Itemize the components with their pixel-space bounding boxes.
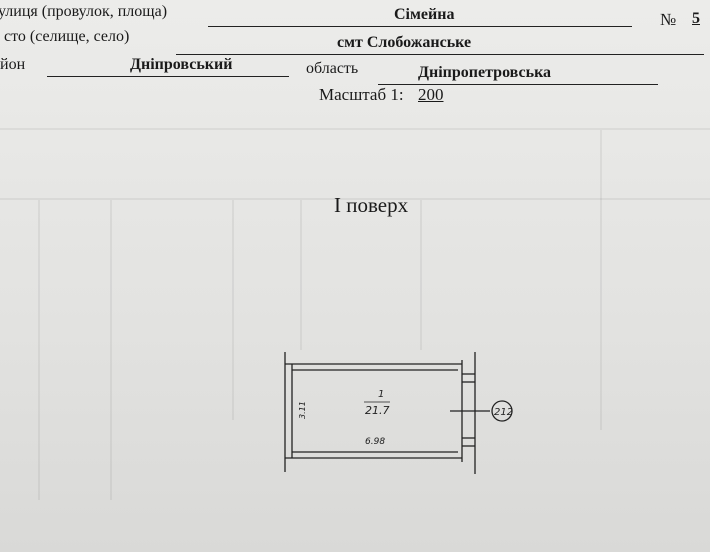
- number-label: №: [660, 10, 677, 29]
- town-underline: [176, 54, 704, 55]
- region-label: область: [306, 60, 359, 77]
- street-value: Сімейна: [394, 6, 455, 23]
- town-label: сто (селище, село): [4, 28, 130, 45]
- room-number: 1: [378, 389, 384, 400]
- region-value: Дніпропетровська: [418, 64, 552, 81]
- scale-label: Масштаб 1:: [319, 85, 404, 104]
- ghost-table-rule: [38, 200, 40, 500]
- ghost-table-rule: [300, 200, 302, 350]
- ghost-table-rule: [600, 130, 602, 430]
- street-label: улиця (провулок, площа): [0, 3, 168, 20]
- district-label: йон: [0, 56, 26, 73]
- ghost-table-rule: [110, 200, 112, 500]
- street-underline: [208, 26, 632, 27]
- room-area: 21.7: [365, 404, 390, 417]
- district-underline: [47, 76, 289, 77]
- region-underline: [378, 84, 658, 85]
- room-width: 3.11: [298, 401, 307, 419]
- scale-value: 200: [418, 85, 444, 104]
- ghost-table-rule: [420, 200, 422, 350]
- callout-circle: [491, 400, 513, 422]
- floor-plan: 1 21.7 6.98 3.11 212: [284, 352, 513, 474]
- callout-number: 212: [494, 407, 513, 418]
- district-value: Дніпровський: [130, 56, 233, 73]
- ghost-table-rule: [0, 198, 710, 200]
- floor-title: І поверх: [334, 193, 409, 217]
- room-length: 6.98: [365, 437, 385, 447]
- ghost-table-rule: [232, 200, 234, 420]
- town-value: смт Слобожанське: [337, 34, 472, 51]
- number-value: 5: [692, 10, 700, 27]
- ghost-table-rule: [0, 128, 710, 130]
